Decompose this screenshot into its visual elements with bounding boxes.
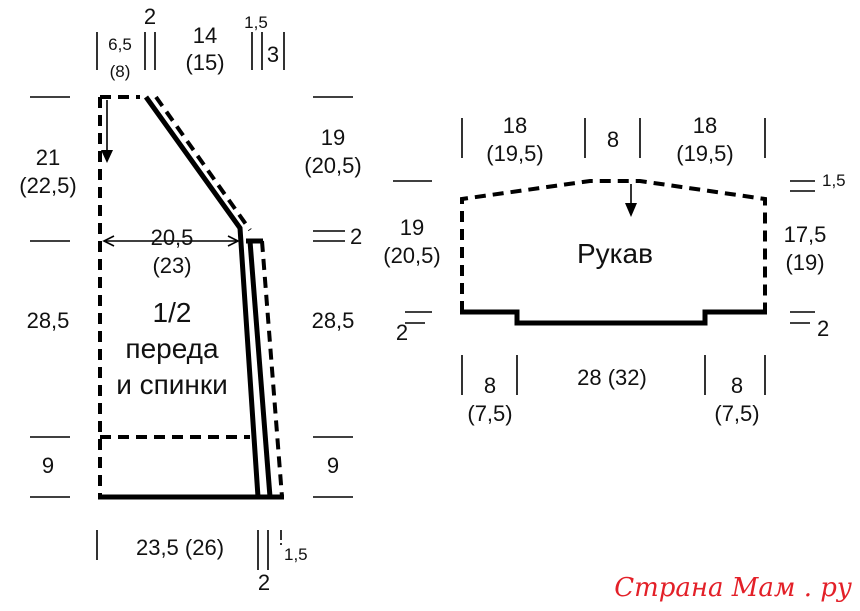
neck-width-alt-label: (8): [110, 62, 131, 81]
width-label: 20,5: [151, 225, 194, 250]
sleeve-bottom-middle-label: 28 (32): [577, 365, 647, 390]
sleeve-top-left-alt-label: (19,5): [486, 141, 543, 166]
sleeve-left-step-label: 2: [396, 320, 408, 345]
sleeve-bottom-left-alt-label: (7,5): [467, 401, 512, 426]
right-rib-label: 9: [327, 453, 339, 478]
piece-title: 1/2: [153, 297, 192, 328]
sleeve-left-height-label: 19: [400, 215, 424, 240]
sleeve-dimension-ticks: [393, 118, 815, 395]
left-body-label: 28,5: [27, 308, 70, 333]
right-step-label: 2: [350, 224, 362, 249]
sleeve-bottom-left-label: 8: [484, 373, 496, 398]
sleeve-top-middle-label: 8: [607, 127, 619, 152]
sleeve-bottom-right-label: 8: [731, 373, 743, 398]
sleeve-labels: 18 (19,5) 8 18 (19,5) 19 (20,5) 2 1,5 17…: [383, 113, 845, 426]
sleeve-right-height-alt-label: (19): [785, 250, 824, 275]
sleeve-top-step-label: 1,5: [822, 171, 846, 190]
edge-1-label: 1,5: [244, 13, 268, 32]
bottom-gap-alt-label: 1,5: [284, 545, 308, 564]
left-armhole-label: 21: [36, 145, 60, 170]
body-labels: 6,5 (8) 2 14 (15) 1,5 3 21 (22,5) 28,5 9…: [19, 4, 362, 595]
bottom-width-label: 23,5 (26): [136, 535, 224, 560]
sleeve-top-right-label: 18: [693, 113, 717, 138]
body-piece-outline: [98, 95, 284, 500]
shoulder-label: 14: [193, 23, 217, 48]
neck-width-label: 6,5: [108, 35, 132, 54]
body-dimension-ticks: [30, 32, 353, 570]
sleeve-left-height-alt-label: (20,5): [383, 243, 440, 268]
bottom-gap-label: 2: [258, 570, 270, 595]
edge-2-label: 3: [267, 42, 279, 67]
sleeve-right-step-label: 2: [817, 316, 829, 341]
piece-title-line3: и спинки: [116, 369, 228, 400]
left-rib-label: 9: [42, 453, 54, 478]
left-armhole-alt-label: (22,5): [19, 173, 76, 198]
watermark-logo: Страна Мам . ру: [614, 573, 852, 603]
right-armhole-label: 19: [321, 125, 345, 150]
right-armhole-alt-label: (20,5): [304, 153, 361, 178]
neck-gap-label: 2: [144, 4, 156, 29]
sleeve-outline: [460, 179, 767, 326]
sleeve-bottom-right-alt-label: (7,5): [714, 401, 759, 426]
shoulder-alt-label: (15): [185, 50, 224, 75]
width-alt-label: (23): [152, 253, 191, 278]
sleeve-title: Рукав: [577, 238, 653, 269]
sleeve-top-right-alt-label: (19,5): [676, 141, 733, 166]
sleeve-right-height-label: 17,5: [784, 222, 827, 247]
piece-title-line2: переда: [125, 333, 219, 364]
sleeve-top-left-label: 18: [503, 113, 527, 138]
right-body-label: 28,5: [312, 308, 355, 333]
